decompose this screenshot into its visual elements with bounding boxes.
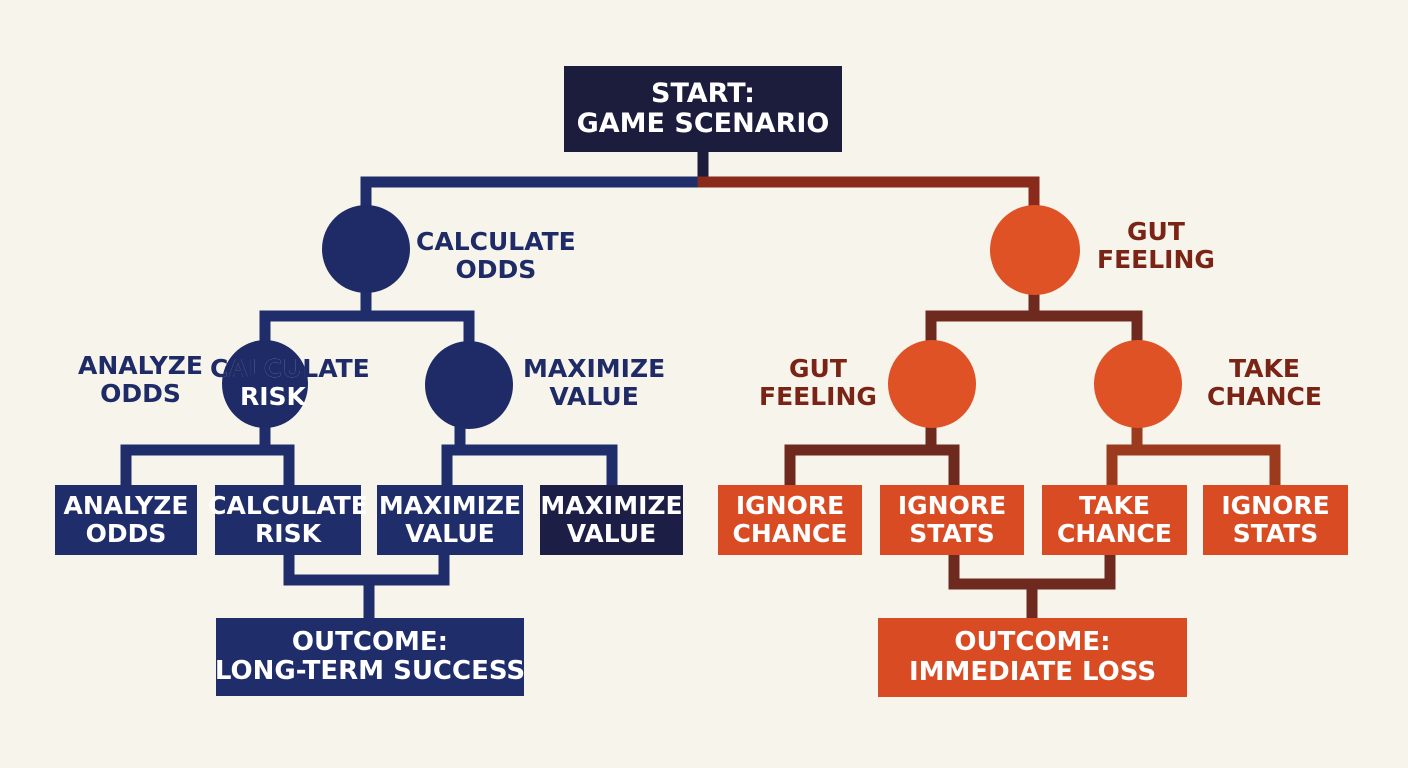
right-leaf-2-line2: STATS (909, 519, 995, 548)
connector-top-right (697, 176, 1040, 216)
left-leaf-3: MAXIMIZE VALUE (377, 485, 523, 555)
right-leaf-1-line1: IGNORE (735, 491, 845, 520)
right-outcome: OUTCOME: IMMEDIATE LOSS (878, 618, 1187, 697)
right-sub-b-label-line1: TAKE (1229, 354, 1300, 383)
right-sub-a-label-line1: GUT (789, 354, 847, 383)
left-sub-a-label-line1: CALCULATE (210, 354, 370, 383)
right-leaf-2: IGNORE STATS (880, 485, 1024, 555)
right-sub-a-label: GUT FEELING (759, 355, 877, 411)
connector-left-sub-b (441, 419, 618, 491)
connector-right-merge (948, 549, 1116, 626)
right-branch-label-line1: GUT (1127, 217, 1185, 246)
left-sub-a-outer-label-line2: ODDS (100, 379, 181, 408)
right-sub-b-label: TAKE CHANCE (1207, 355, 1322, 411)
left-leaf-3-line1: MAXIMIZE (378, 491, 522, 520)
right-sub-a-circle (888, 340, 976, 428)
right-branch-label: GUT FEELING (1097, 218, 1215, 274)
connector-right-sub-b (1106, 419, 1281, 491)
connector-right-branch (925, 286, 1143, 349)
right-sub-b-label-line2: CHANCE (1207, 382, 1322, 411)
left-sub-b-label-line1: MAXIMIZE (523, 354, 666, 383)
connector-top-left (360, 176, 709, 221)
left-branch-label-line2: ODDS (455, 255, 537, 284)
left-leaf-2-line1: CALCULATE (208, 491, 368, 520)
connector-left-branch (259, 282, 475, 351)
connector-left-merge (283, 549, 450, 626)
left-sub-a-outer-label: ANALYZE ODDS (78, 352, 203, 408)
left-leaf-4: MAXIMIZE VALUE (540, 485, 683, 555)
connector-right-sub-a (784, 419, 960, 491)
left-sub-a-outer-label-line1: ANALYZE (78, 351, 203, 380)
right-leaf-3-line1: TAKE (1079, 491, 1150, 520)
left-sub-a-label: CALCULATE RISK (210, 355, 370, 411)
left-outcome-line2: LONG-TERM SUCCESS (214, 656, 526, 686)
left-leaf-4-line1: MAXIMIZE (540, 491, 683, 520)
right-leaf-3: TAKE CHANCE (1042, 485, 1187, 555)
left-sub-b-circle (425, 341, 513, 429)
left-branch-label-line1: CALCULATE (416, 227, 576, 256)
right-leaf-1-line2: CHANCE (732, 519, 848, 548)
right-sub-a-label-line2: FEELING (759, 382, 877, 411)
left-sub-a-label-line2: RISK (240, 382, 306, 411)
start-line2: GAME SCENARIO (576, 108, 830, 139)
right-leaf-4: IGNORE STATS (1203, 485, 1348, 555)
right-leaf-4-line1: IGNORE (1221, 491, 1330, 520)
left-sub-a-circle (222, 340, 308, 428)
left-leaf-1: ANALYZE ODDS (55, 485, 197, 555)
left-leaf-4-line2: VALUE (566, 519, 657, 548)
right-leaf-3-line2: CHANCE (1057, 519, 1172, 548)
left-branch-label: CALCULATE ODDS (416, 228, 576, 284)
left-leaf-3-line2: VALUE (405, 519, 495, 548)
right-outcome-line2: IMMEDIATE LOSS (908, 656, 1157, 687)
start-node: START: GAME SCENARIO (564, 66, 842, 152)
right-leaf-4-line2: STATS (1232, 519, 1319, 548)
left-sub-b-label-line2: VALUE (549, 382, 639, 411)
right-leaf-1: IGNORE CHANCE (718, 485, 862, 555)
left-branch-circle (322, 205, 410, 293)
start-line1: START: (651, 77, 755, 109)
left-outcome-line1: OUTCOME: (291, 626, 449, 657)
right-branch-label-line2: FEELING (1097, 245, 1215, 274)
left-leaf-2-line2: RISK (255, 519, 321, 548)
left-sub-b-label: MAXIMIZE VALUE (523, 355, 665, 411)
left-leaf-1-line1: ANALYZE (63, 491, 189, 520)
connector-left-sub-a (120, 419, 295, 491)
left-leaf-2: CALCULATE RISK (208, 485, 368, 555)
left-leaf-1-line2: ODDS (85, 519, 167, 548)
right-leaf-2-line1: IGNORE (897, 491, 1007, 520)
left-outcome: OUTCOME: LONG-TERM SUCCESS (214, 618, 526, 696)
right-sub-b-circle (1094, 340, 1182, 428)
right-branch-circle (990, 205, 1080, 295)
right-outcome-line1: OUTCOME: (954, 627, 1111, 658)
